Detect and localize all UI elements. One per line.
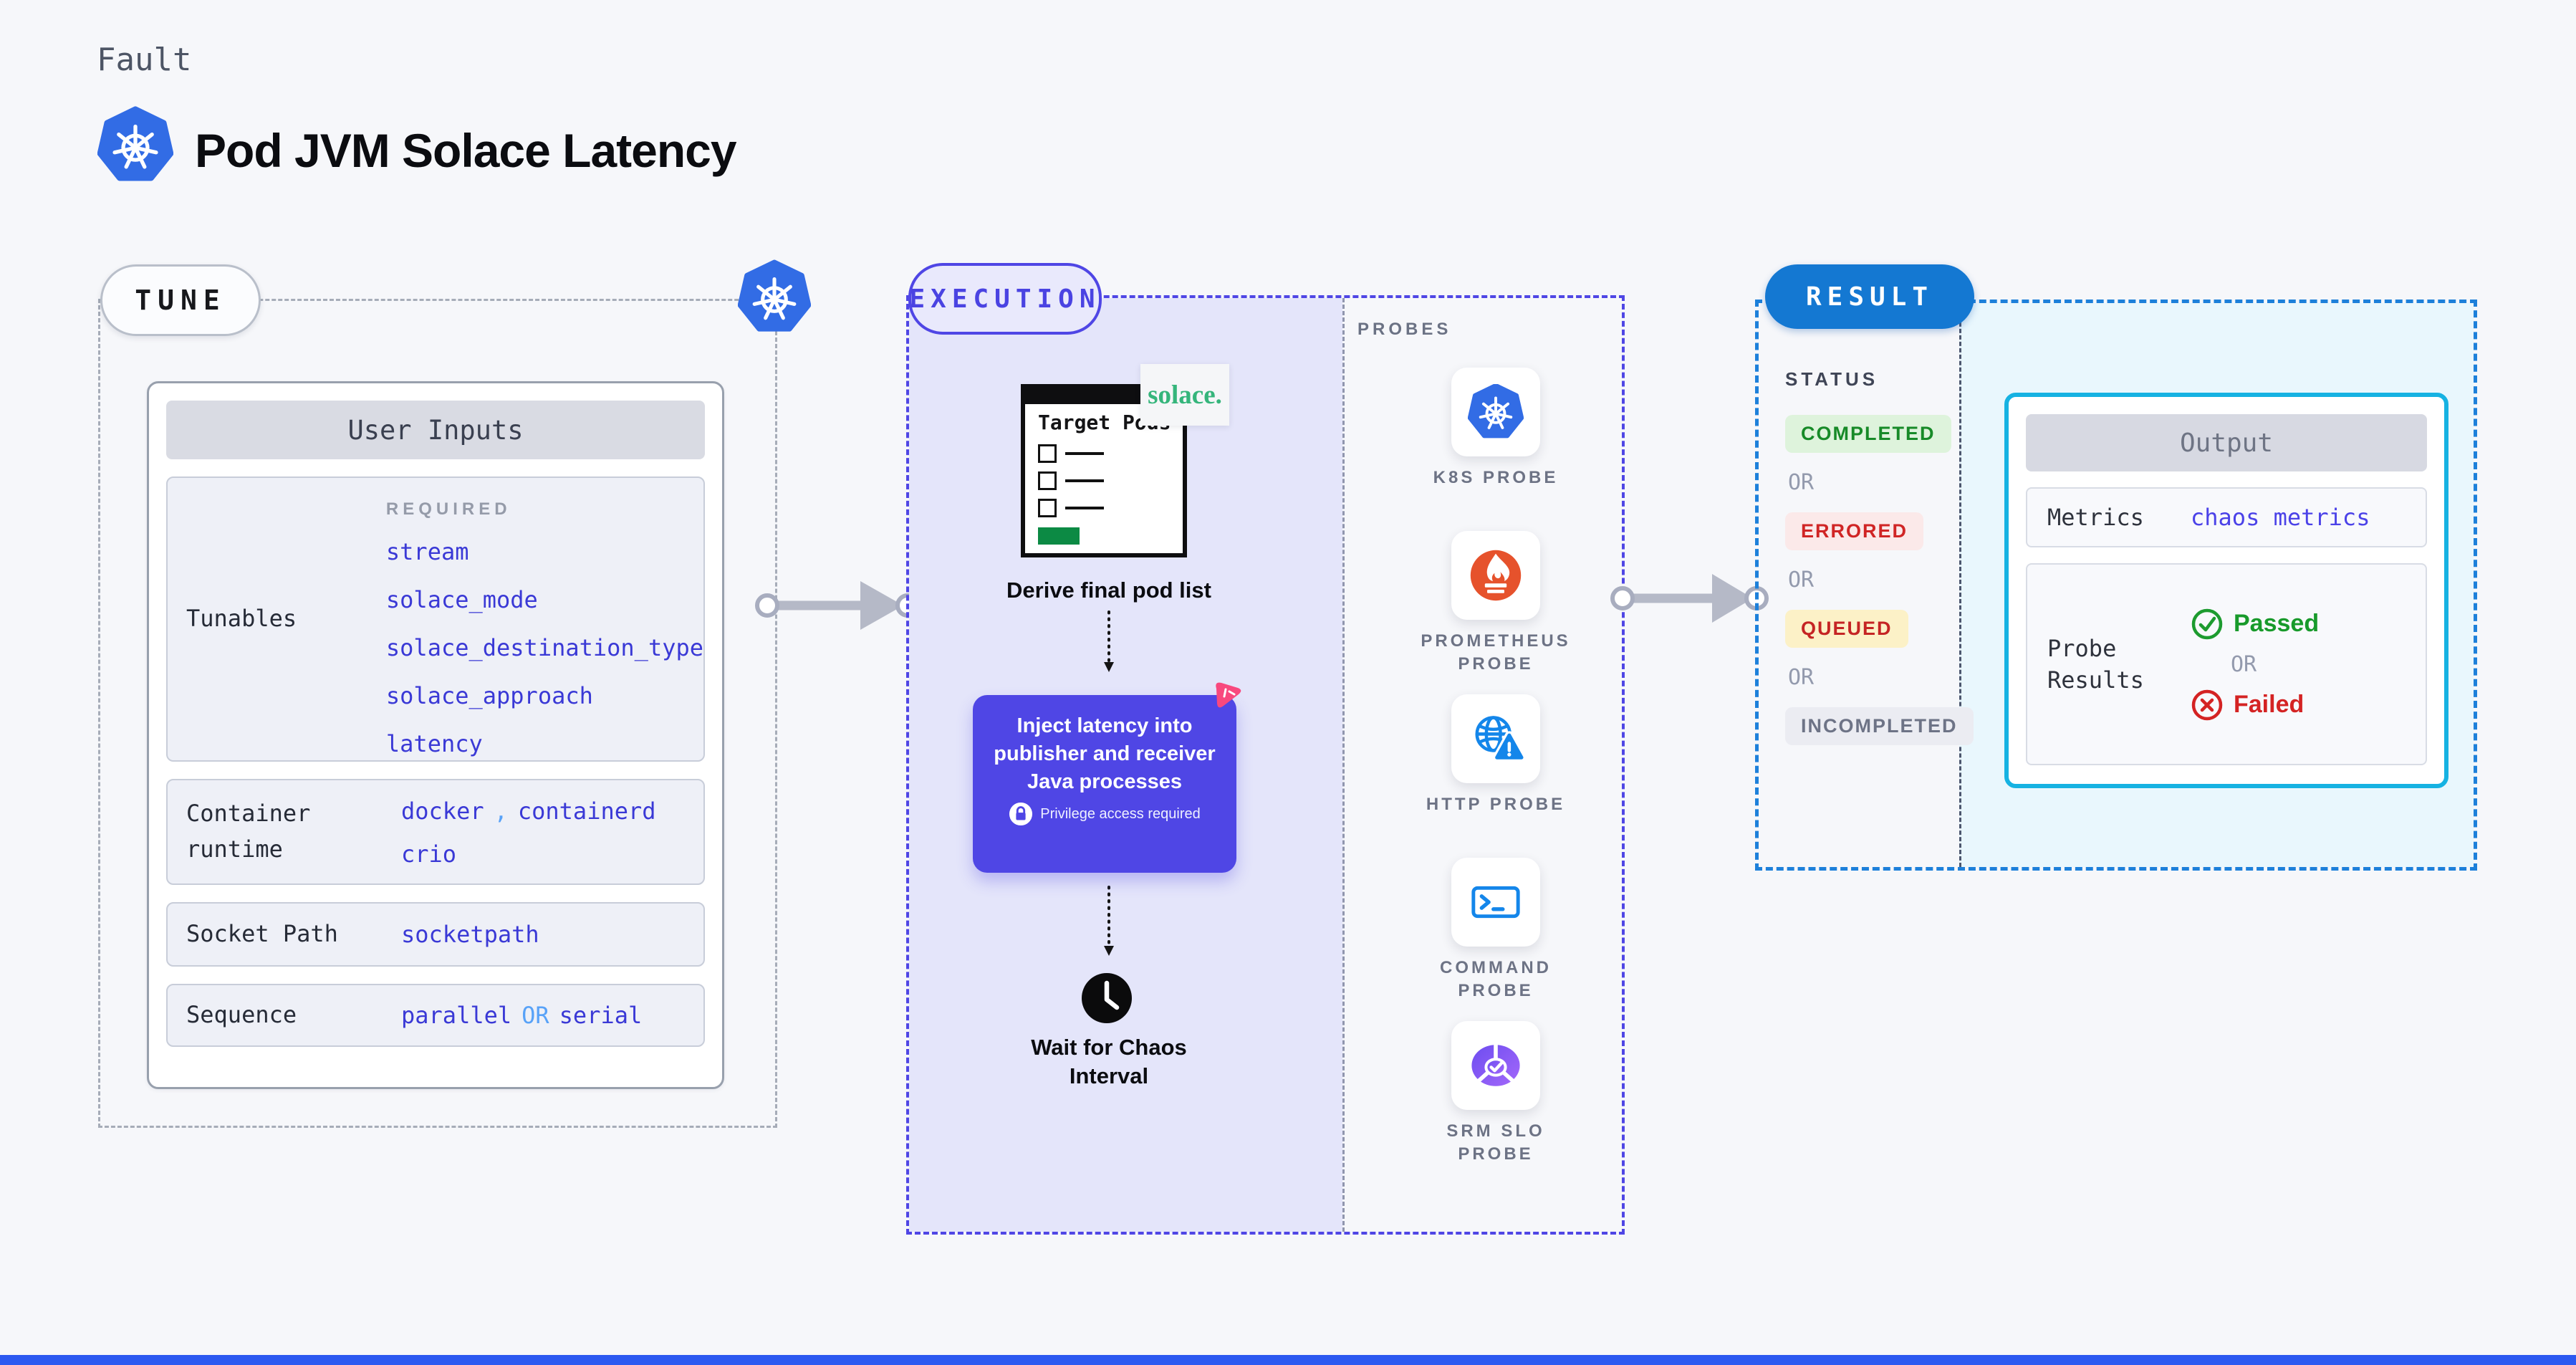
sequence-value: serial xyxy=(559,1002,643,1029)
or-separator: OR xyxy=(1788,665,1815,690)
probe-card xyxy=(1451,531,1540,620)
kubernetes-icon xyxy=(1468,384,1524,440)
output-title: Output xyxy=(2026,414,2427,471)
probe-label: HTTP PROBE xyxy=(1426,795,1566,814)
metrics-row: Metrics chaos metrics xyxy=(2026,487,2427,547)
tune-section-box xyxy=(98,299,777,1128)
sequence-label: Sequence xyxy=(186,1001,297,1029)
tunables-label: Tunables xyxy=(186,605,297,633)
sequence-row: Sequence parallel OR serial xyxy=(166,984,705,1047)
probe-card xyxy=(1451,368,1540,456)
check-circle-icon xyxy=(2191,608,2224,641)
probe-item-k8s: K8S PROBE xyxy=(1406,368,1585,489)
litmus-chaos-pink-icon xyxy=(1209,676,1244,711)
status-heading: STATUS xyxy=(1785,368,1879,390)
runtime-value: containerd xyxy=(517,798,656,825)
probe-item-prometheus: PROMETHEUS PROBE xyxy=(1406,531,1585,676)
tunable-value: latency xyxy=(385,730,483,757)
flow-arrow xyxy=(755,581,920,630)
inject-latency-text: Inject latency into publisher and receiv… xyxy=(994,714,1216,793)
probe-results-label: Probe Results xyxy=(2047,635,2144,694)
status-badge-completed: COMPLETED xyxy=(1785,415,1951,453)
status-column: STATUS COMPLETED OR ERRORED OR QUEUED OR… xyxy=(1785,368,1974,745)
probe-label: SRM SLO PROBE xyxy=(1446,1121,1545,1164)
probe-item-http: HTTP PROBE xyxy=(1406,694,1585,816)
failed-text: Failed xyxy=(2234,691,2305,718)
user-inputs-title: User Inputs xyxy=(166,401,705,459)
lock-icon xyxy=(1009,802,1033,826)
dotted-arrow xyxy=(1104,886,1114,956)
tunable-value: solace_destination_type xyxy=(385,634,703,661)
tunable-value: solace_approach xyxy=(385,682,593,709)
probe-results-row: Probe Results Passed OR Failed xyxy=(2026,563,2427,765)
socket-path-label: Socket Path xyxy=(186,920,338,948)
wait-chaos-interval-caption: Wait for Chaos Interval xyxy=(1031,1035,1187,1088)
runtime-value: docker xyxy=(401,798,484,825)
or-separator: OR xyxy=(2231,651,2257,677)
kubernetes-icon xyxy=(738,259,811,335)
terminal-icon xyxy=(1466,873,1525,931)
status-badge-errored: ERRORED xyxy=(1785,512,1924,550)
prometheus-icon xyxy=(1467,547,1524,604)
probe-item-srm-slo: SRM SLO PROBE xyxy=(1406,1021,1585,1166)
socket-path-row: Socket Path socketpath xyxy=(166,902,705,967)
sequence-or: OR xyxy=(522,1002,549,1029)
probe-card xyxy=(1451,858,1540,947)
derive-pod-list-caption: Derive final pod list xyxy=(1006,578,1211,603)
user-inputs-card: User Inputs Tunables REQUIRED stream sol… xyxy=(147,381,724,1089)
container-runtime-row: Container runtime docker, containerd crio xyxy=(166,779,705,885)
passed-text: Passed xyxy=(2234,610,2320,637)
required-tag: REQUIRED xyxy=(385,499,511,519)
status-badge-queued: QUEUED xyxy=(1785,610,1908,648)
fault-kicker: Fault xyxy=(97,42,192,78)
clock-icon xyxy=(1080,972,1133,1025)
flow-arrow xyxy=(1610,574,1769,623)
kubernetes-icon xyxy=(97,106,173,185)
dotted-arrow xyxy=(1104,610,1114,672)
metrics-label: Metrics xyxy=(2047,504,2144,531)
runtime-separator: , xyxy=(494,798,508,825)
tune-section-pill: TUNE xyxy=(100,264,261,336)
pod-list-item xyxy=(1038,471,1183,490)
socket-path-value: socketpath xyxy=(401,921,539,948)
tunable-value: stream xyxy=(385,538,469,565)
or-separator: OR xyxy=(1788,567,1815,593)
tunable-value: solace_mode xyxy=(385,586,538,613)
output-card: Output Metrics chaos metrics Probe Resul… xyxy=(2004,393,2448,788)
probes-panel-label: PROBES xyxy=(1357,320,1452,339)
x-circle-icon xyxy=(2191,689,2224,722)
http-globe-warning-icon xyxy=(1466,709,1525,768)
probes-divider xyxy=(1342,298,1345,1232)
page-title: Pod JVM Solace Latency xyxy=(195,124,737,177)
or-separator: OR xyxy=(1788,470,1815,495)
bottom-accent-bar xyxy=(0,1355,2576,1365)
checkbox-icon xyxy=(1038,499,1057,517)
result-section-pill: RESULT xyxy=(1765,264,1974,329)
checkbox-icon xyxy=(1038,444,1057,463)
sequence-value: parallel xyxy=(401,1002,512,1029)
result-divider xyxy=(1959,303,1961,867)
inject-latency-step: Inject latency into publisher and receiv… xyxy=(973,695,1236,873)
runtime-value: crio xyxy=(401,840,457,868)
checkbox-icon xyxy=(1038,471,1057,490)
pod-list-item xyxy=(1038,499,1183,517)
tunables-row: Tunables REQUIRED stream solace_mode sol… xyxy=(166,476,705,762)
slo-gauge-check-icon xyxy=(1467,1037,1524,1094)
probe-item-command: COMMAND PROBE xyxy=(1406,858,1585,1002)
privilege-badge-text: Privilege access required xyxy=(1040,805,1201,822)
status-badge-incompleted: INCOMPLETED xyxy=(1785,707,1974,745)
probe-card xyxy=(1451,1021,1540,1110)
execution-section-pill: EXECUTION xyxy=(908,263,1102,335)
probe-card xyxy=(1451,694,1540,783)
probe-label: K8S PROBE xyxy=(1433,468,1559,487)
pod-list-item xyxy=(1038,444,1183,463)
solace-logo: solace. xyxy=(1140,364,1229,426)
probe-label: COMMAND PROBE xyxy=(1440,958,1552,1000)
metrics-value: chaos metrics xyxy=(2191,504,2370,531)
probe-label: PROMETHEUS PROBE xyxy=(1421,631,1571,674)
green-button xyxy=(1038,527,1080,545)
container-runtime-label: Container runtime xyxy=(186,800,311,863)
